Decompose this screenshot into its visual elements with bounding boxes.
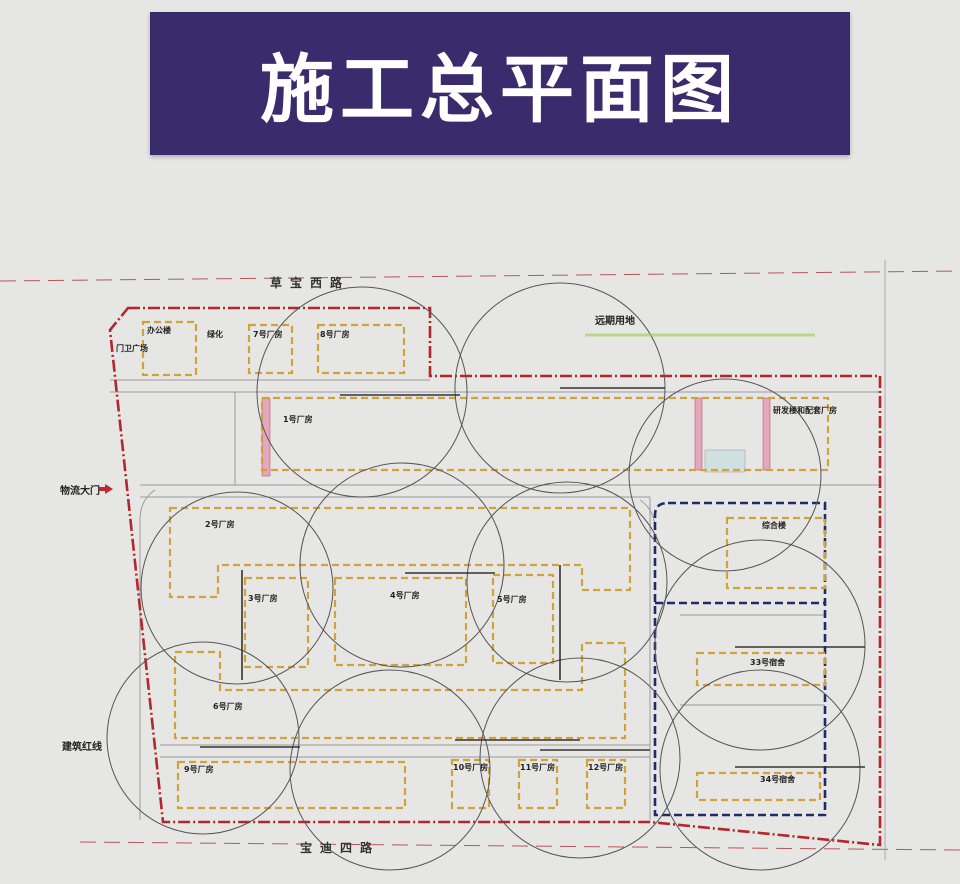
building-2 — [168, 506, 632, 599]
building-6 — [173, 641, 627, 740]
temporary-facility — [704, 449, 746, 473]
building-7 — [247, 323, 294, 375]
page-title: 施工总平面图 — [260, 47, 740, 133]
label-office: 办公楼 — [147, 325, 171, 335]
crane-tracks — [200, 387, 865, 768]
crane-radius — [299, 462, 505, 668]
pink-strip — [694, 397, 703, 471]
label-building-8: 8号厂房 — [320, 329, 350, 339]
building-office — [141, 320, 198, 377]
building-5 — [491, 573, 555, 665]
label-building-10: 10号厂房 — [453, 762, 488, 772]
crane-radius-circles — [106, 282, 866, 871]
pink-strip — [261, 397, 271, 477]
greening-label: 绿化 — [207, 329, 223, 339]
label-dormitory-33: 33号宿舍 — [750, 657, 786, 667]
dormitory-34 — [695, 771, 822, 802]
title-banner: 施工总平面图 — [150, 12, 850, 155]
building-3 — [243, 576, 310, 669]
building-9 — [176, 760, 407, 810]
building-11 — [517, 758, 559, 810]
label-building-11: 11号厂房 — [520, 762, 555, 772]
label-building-12: 12号厂房 — [588, 762, 623, 772]
label-building-7: 7号厂房 — [253, 329, 283, 339]
label-dormitory-34: 34号宿舍 — [760, 774, 796, 784]
label-building-5: 5号厂房 — [497, 594, 527, 604]
building-12 — [585, 758, 627, 810]
label-building-4: 4号厂房 — [390, 590, 420, 600]
dormitory-zone-outline — [653, 501, 827, 817]
dormitory-33 — [695, 651, 827, 687]
building-complex — [725, 516, 827, 590]
crane-radius — [628, 378, 822, 572]
label-building-1: 1号厂房 — [283, 414, 313, 424]
buildings — [141, 320, 830, 810]
building-red-line — [108, 306, 882, 847]
north-road-axis — [0, 270, 960, 282]
road-south-label: 宝迪四路 — [300, 840, 380, 855]
crane-radius — [479, 657, 681, 859]
label-building-6: 6号厂房 — [213, 701, 243, 711]
guard-label: 门卫广场 — [116, 343, 148, 353]
crane-radius — [654, 539, 866, 751]
label-complex: 综合楼 — [762, 520, 786, 530]
gate-arrow-icon — [99, 484, 113, 494]
crane-radius — [256, 286, 468, 498]
road-north-label: 草宝西路 — [270, 275, 350, 290]
crane-radius — [289, 669, 491, 871]
label-building-2: 2号厂房 — [205, 519, 235, 529]
label-building-9: 9号厂房 — [184, 764, 214, 774]
crane-radius — [106, 641, 300, 835]
crane-radius — [466, 481, 668, 683]
crane-radius — [140, 491, 334, 685]
building-labels: 办公楼 7号厂房 8号厂房 1号厂房 研发楼和配套厂房 2号厂房 3号厂房 4号… — [147, 325, 837, 784]
label-rd-building: 研发楼和配套厂房 — [773, 405, 837, 415]
red-line-label: 建筑红线 — [61, 740, 102, 753]
label-building-3: 3号厂房 — [248, 593, 278, 603]
crane-radius — [659, 669, 861, 871]
logistics-gate-label: 物流大门 — [60, 484, 100, 497]
pink-strip — [762, 397, 771, 471]
south-road-axis — [79, 841, 960, 851]
future-land-label: 远期用地 — [595, 314, 635, 327]
building-8 — [316, 323, 406, 375]
